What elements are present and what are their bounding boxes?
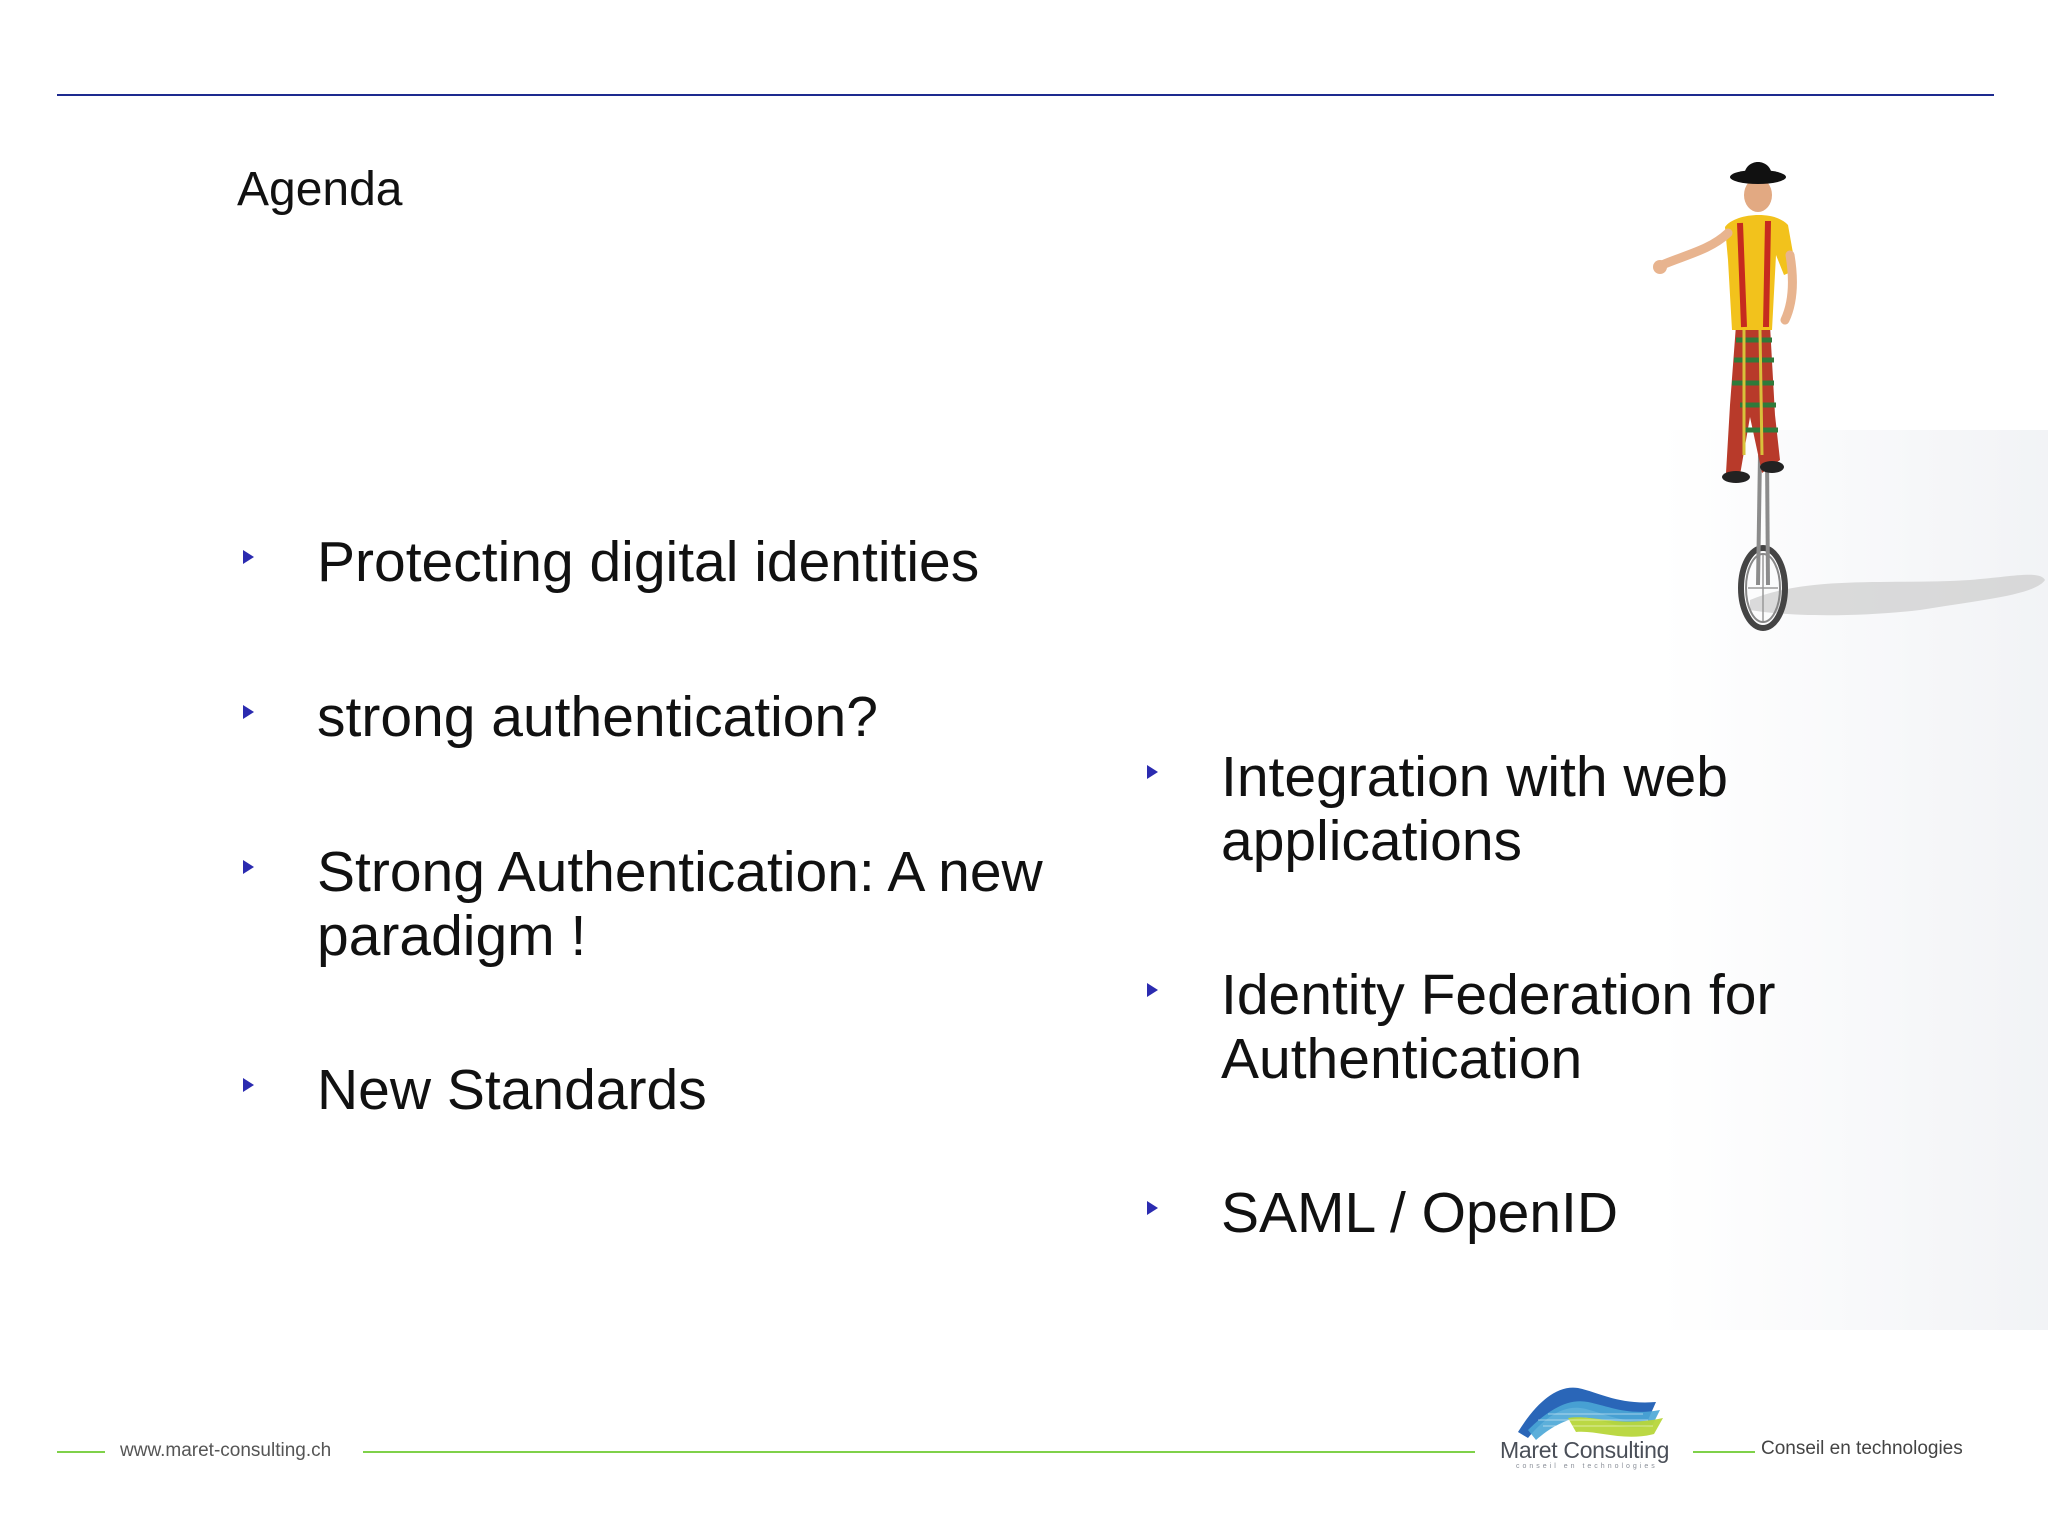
agenda-item-label: strong authentication?	[317, 685, 878, 749]
triangle-bullet-icon	[1147, 1201, 1158, 1215]
footer-rule-middle	[363, 1451, 1475, 1453]
logo-name: Maret Consulting	[1500, 1437, 1670, 1463]
unicyclist-illustration	[1653, 162, 2045, 631]
triangle-bullet-icon	[243, 1078, 254, 1092]
triangle-bullet-icon	[1147, 983, 1158, 997]
agenda-item-label: Integration with web applications	[1221, 745, 1728, 873]
agenda-list-right: Integration with web applications Identi…	[1147, 745, 2007, 1265]
agenda-list-left: Protecting digital identities strong aut…	[243, 530, 1123, 1150]
triangle-bullet-icon	[243, 705, 254, 719]
footer-tagline: Conseil en technologies	[1761, 1438, 1963, 1459]
agenda-item-label: SAML / OpenID	[1221, 1181, 1619, 1245]
agenda-item-label: New Standards	[317, 1058, 707, 1122]
agenda-item-label: Identity Federation for Authentication	[1221, 963, 1776, 1091]
header-rule	[57, 94, 1994, 96]
agenda-item-label: Strong Authentication: A new paradigm !	[317, 840, 1043, 968]
triangle-bullet-icon	[243, 860, 254, 874]
triangle-bullet-icon	[243, 550, 254, 564]
triangle-bullet-icon	[1147, 765, 1158, 779]
logo-subtitle: conseil en technologies	[1516, 1463, 1658, 1470]
footer-url: www.maret-consulting.ch	[120, 1440, 332, 1461]
maret-consulting-logo	[1518, 1387, 1663, 1440]
agenda-item-label: Protecting digital identities	[317, 530, 980, 594]
slide-title: Agenda	[237, 163, 403, 216]
footer-rule-right	[1693, 1451, 1755, 1453]
footer-rule-left	[57, 1451, 105, 1453]
